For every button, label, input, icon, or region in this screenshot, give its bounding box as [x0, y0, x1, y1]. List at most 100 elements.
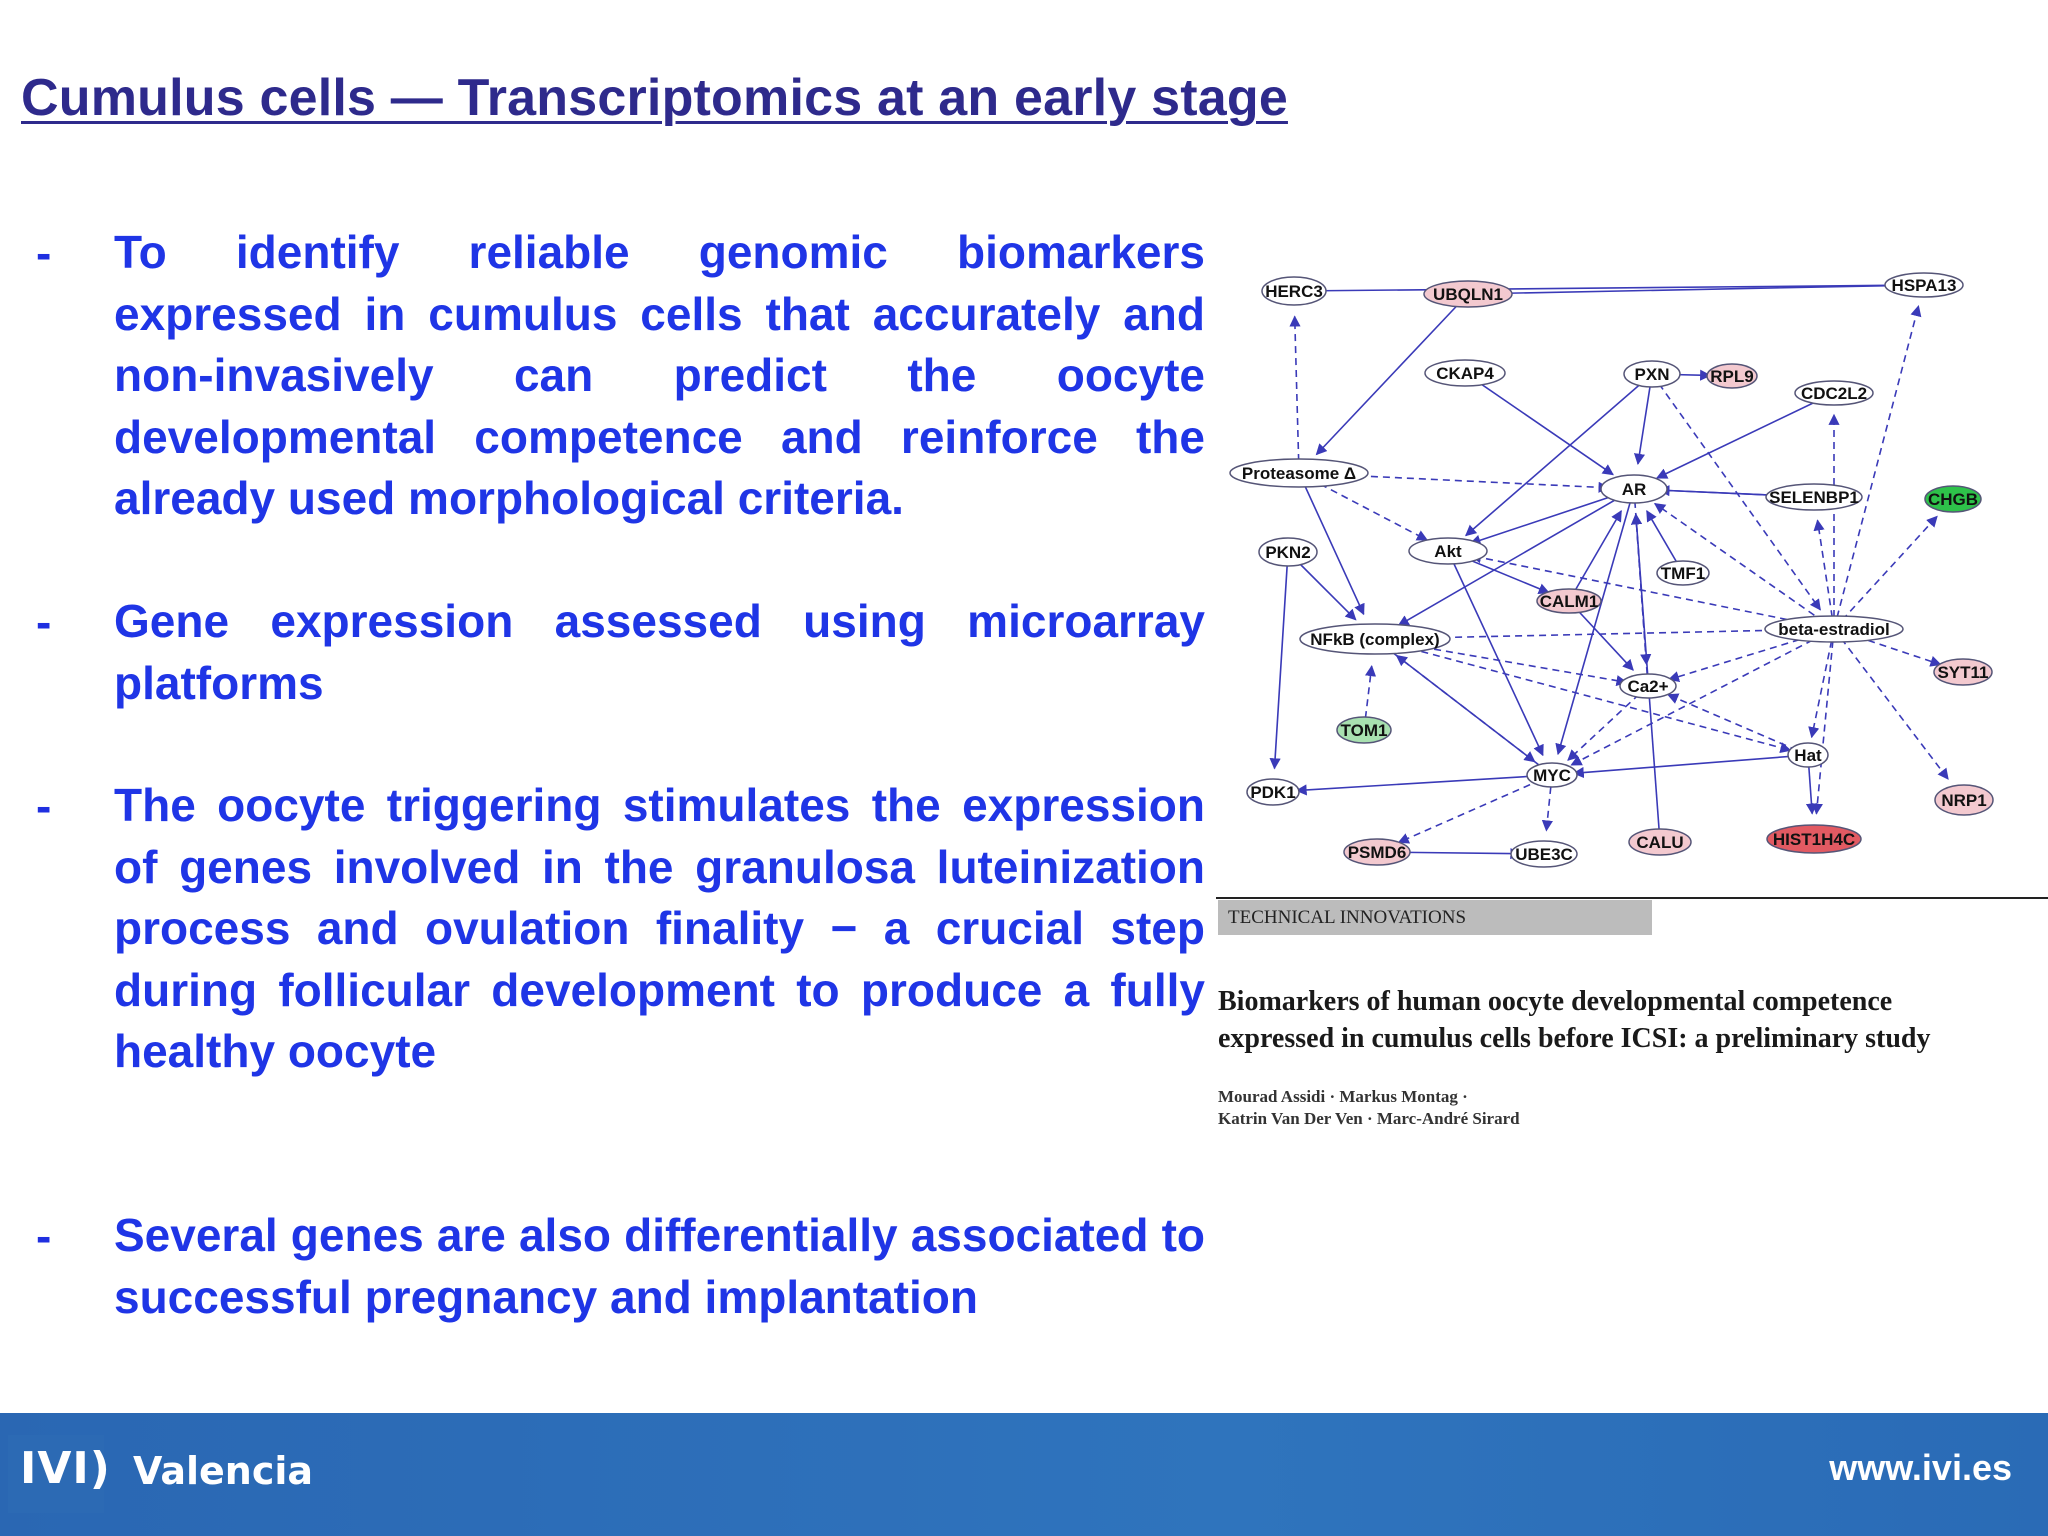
network-node-shape	[1261, 276, 1327, 306]
network-node-shape	[1765, 483, 1863, 511]
network-node-pdk1: PDK1	[1246, 778, 1300, 806]
network-edge	[1811, 628, 1835, 815]
network-node-shape	[1299, 623, 1451, 655]
network-node-hspa13: HSPA13	[1884, 272, 1964, 298]
footer-bar: IVI) Valencia www.ivi.es	[0, 1413, 2048, 1536]
network-node-label: RPL9	[1710, 367, 1753, 386]
network-node-pxn: PXN	[1623, 360, 1681, 388]
network-edge	[1298, 472, 1365, 616]
slide-title: Cumulus cells — Transcriptomics at an ea…	[21, 69, 1288, 127]
network-node-tmf1: TMF1	[1656, 560, 1710, 586]
network-node-label: SYT11	[1937, 663, 1988, 682]
network-node-label: NFkB (complex)	[1310, 630, 1439, 649]
network-node-label: NRP1	[1941, 791, 1986, 810]
network-edge	[1655, 392, 1835, 479]
network-node-label: PDK1	[1250, 783, 1295, 802]
logo-background	[8, 1435, 104, 1513]
network-node-shape	[1336, 716, 1392, 744]
network-node-label: UBQLN1	[1433, 285, 1503, 304]
network-edge	[1541, 774, 1553, 832]
network-edge	[1470, 552, 1835, 630]
network-node-shape	[1343, 838, 1411, 866]
bullet-text: To identify reliable genomic biomarkers …	[114, 226, 1205, 524]
network-node-label: TMF1	[1661, 564, 1705, 583]
network-node-selenbp1: SELENBP1	[1765, 483, 1863, 511]
network-edge	[1465, 373, 1653, 537]
network-edge	[1568, 510, 1622, 602]
network-edge	[1572, 754, 1809, 779]
network-node-shape	[1510, 840, 1578, 868]
network-node-shape	[1623, 360, 1681, 388]
network-node-shape	[1526, 762, 1578, 788]
network-node-tom1: TOM1	[1336, 716, 1392, 744]
ivi-logo: IVI)	[20, 1443, 111, 1494]
network-node-calm1: CALM1	[1536, 588, 1602, 614]
article-rule	[1216, 897, 2048, 899]
article-authors: Mourad Assidi · Markus Montag · Katrin V…	[1218, 1086, 1520, 1130]
network-node-shape	[1787, 742, 1829, 768]
network-node-ar: AR	[1600, 474, 1668, 504]
network-node-label: CALM1	[1540, 592, 1599, 611]
network-node-ca2: Ca2+	[1619, 673, 1677, 699]
network-node-label: Hat	[1794, 746, 1822, 765]
network-node-shape	[1258, 537, 1318, 567]
network-node-shape	[1764, 615, 1904, 643]
network-node-ubqln1: UBQLN1	[1423, 280, 1513, 308]
footer-url[interactable]: www.ivi.es	[1829, 1447, 2012, 1488]
article-title-line: Biomarkers of human oocyte developmental…	[1218, 986, 1893, 1017]
network-edge	[1315, 293, 1469, 456]
network-node-shape	[1706, 363, 1758, 389]
network-edge	[1447, 550, 1544, 757]
network-node-hat: Hat	[1787, 742, 1829, 768]
network-node-shape	[1408, 537, 1488, 565]
network-node-beta-estradiol: beta-estradiol	[1764, 615, 1904, 643]
bullet-marker: -	[36, 596, 52, 648]
network-edge	[1395, 654, 1553, 776]
network-node-hist1h4c: HIST1H4C	[1766, 824, 1862, 854]
network-edge	[1397, 774, 1553, 844]
network-node-label: PXN	[1635, 365, 1670, 384]
network-node-label: TOM1	[1341, 721, 1388, 740]
network-node-shape	[1794, 380, 1874, 406]
network-node-shape	[1656, 560, 1710, 586]
article-section-tag: TECHNICAL INNOVATIONS	[1218, 900, 1652, 935]
network-node-proteasome: Proteasome Δ	[1229, 458, 1369, 488]
network-edges	[1269, 279, 1949, 860]
network-node-label: CALU	[1636, 833, 1683, 852]
network-edge	[1808, 628, 1835, 739]
network-node-nfkb: NFkB (complex)	[1299, 623, 1451, 655]
article-title: Biomarkers of human oocyte developmental…	[1218, 983, 2048, 1057]
network-node-shape	[1536, 588, 1602, 614]
network-node-shape	[1934, 784, 1994, 816]
network-edge	[1813, 519, 1835, 630]
network-edge	[1633, 373, 1653, 465]
network-edge	[1469, 488, 1635, 546]
network-node-label: CDC2L2	[1801, 384, 1867, 403]
network-node-nrp1: NRP1	[1934, 784, 1994, 816]
network-node-label: AR	[1622, 480, 1647, 499]
network-node-herc3: HERC3	[1261, 276, 1327, 306]
network-node-ube3c: UBE3C	[1510, 840, 1578, 868]
article-title-line: expressed in cumulus cells before ICSI: …	[1218, 1023, 1931, 1054]
network-edge	[1567, 685, 1649, 761]
network-edge	[1651, 373, 1821, 611]
network-node-label: Ca2+	[1627, 677, 1668, 696]
bullet-text: Several genes are also differentially as…	[114, 1209, 1205, 1323]
network-node-label: MYC	[1533, 766, 1571, 785]
network-node-label: CKAP4	[1436, 364, 1494, 383]
network-node-pkn2: PKN2	[1258, 537, 1318, 567]
network-edge	[1667, 693, 1809, 756]
article-authors-line: Mourad Assidi · Markus Montag ·	[1218, 1087, 1468, 1106]
network-node-label: UBE3C	[1515, 845, 1573, 864]
bullet-marker: -	[36, 780, 52, 832]
network-node-shape	[1766, 824, 1862, 854]
network-node-label: PKN2	[1265, 543, 1310, 562]
footer-city: Valencia	[133, 1449, 314, 1493]
network-edge	[1833, 305, 1922, 630]
article-authors-line: Katrin Van Der Ven · Marc-André Sirard	[1218, 1109, 1520, 1128]
network-node-shape	[1628, 828, 1692, 856]
network-edge	[1653, 502, 1835, 630]
network-node-akt: Akt	[1408, 537, 1488, 565]
